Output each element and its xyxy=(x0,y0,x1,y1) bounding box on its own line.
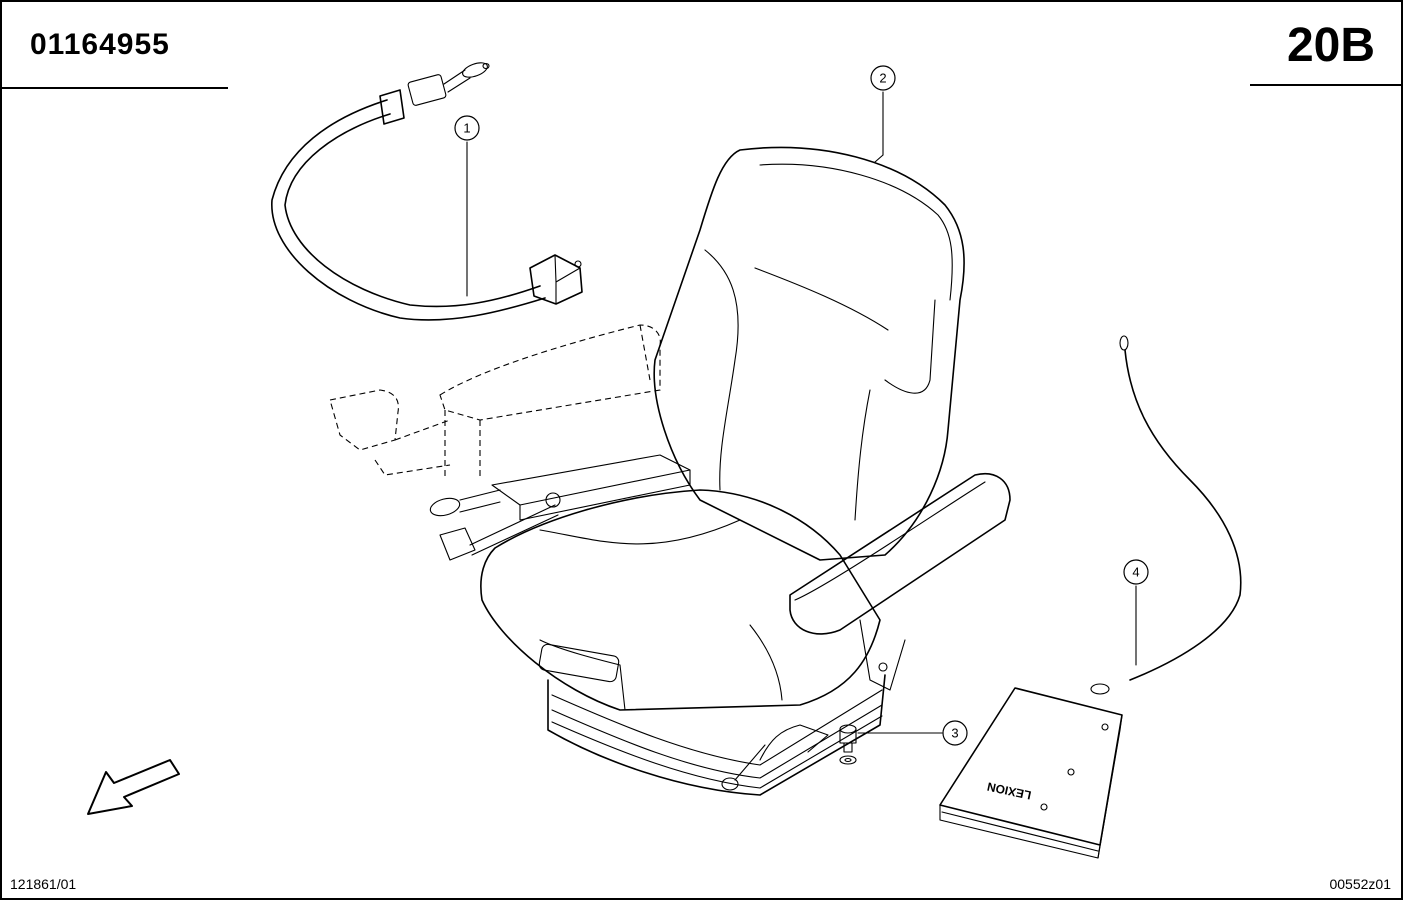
callout-2: 2 xyxy=(870,65,896,163)
callout-3-label: 3 xyxy=(951,726,958,741)
page-code-underline xyxy=(1250,84,1403,86)
callout-1-label: 1 xyxy=(463,121,470,136)
screw-and-washer-illustration xyxy=(839,724,857,765)
part-number: 01164955 xyxy=(30,28,170,61)
callout-3: 3 xyxy=(857,720,968,746)
figure-reference-left: 121861/01 xyxy=(10,876,77,892)
part-number-underline xyxy=(0,87,228,89)
manual-cover-text: LEXION xyxy=(986,779,1033,802)
driver-seat-illustration xyxy=(329,146,1011,796)
figure-reference-right: 00552z01 xyxy=(1329,876,1391,892)
arrow-down-left-icon xyxy=(87,759,180,815)
callout-2-label: 2 xyxy=(879,71,886,86)
cable-and-manual-illustration: LEXION xyxy=(939,335,1242,859)
callout-1: 1 xyxy=(454,115,480,297)
page-code: 20B xyxy=(1286,19,1375,72)
callout-4-label: 4 xyxy=(1132,565,1139,580)
seat-belt-illustration xyxy=(271,62,583,321)
callout-4: 4 xyxy=(1123,559,1149,666)
